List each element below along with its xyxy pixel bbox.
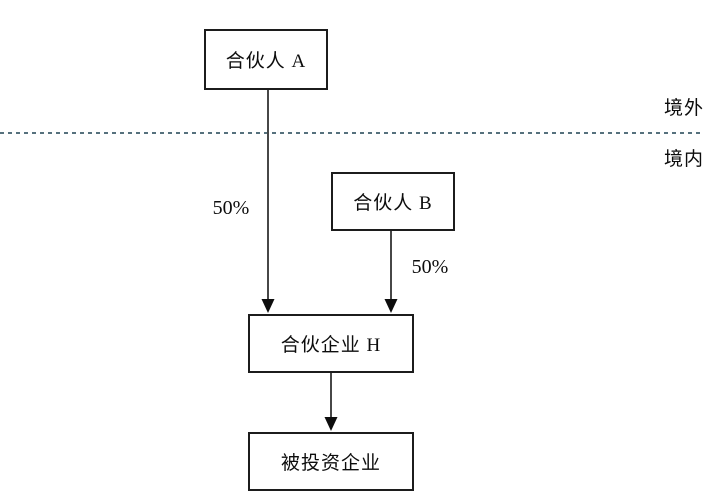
arrow-partner-a-to-partnership-h: [261, 90, 275, 313]
arrow-partner-b-to-partnership-h: [384, 231, 398, 313]
node-invested-enterprise-label: 被投资企业: [280, 453, 381, 474]
arrow-partnership-h-to-invested: [324, 373, 338, 431]
node-partnership-h-label: 合伙企业 H: [280, 335, 382, 356]
arrow-h-head: [324, 417, 338, 431]
offshore-onshore-divider-line: [0, 132, 704, 134]
region-label-inside: 境内: [663, 149, 704, 170]
edge-label-a-to-h-percentage: 50%: [212, 197, 250, 219]
node-partner-a: 合伙人 A: [204, 29, 328, 90]
node-partnership-h: 合伙企业 H: [248, 314, 414, 373]
node-partner-a-label: 合伙人 A: [225, 51, 307, 72]
arrow-a-head: [261, 299, 275, 313]
edge-label-b-to-h-percentage: 50%: [411, 256, 449, 278]
node-invested-enterprise: 被投资企业: [248, 432, 414, 491]
arrow-b-head: [384, 299, 398, 313]
region-label-outside: 境外: [663, 98, 704, 119]
node-partner-b: 合伙人 B: [331, 172, 455, 231]
node-partner-b-label: 合伙人 B: [353, 193, 433, 214]
